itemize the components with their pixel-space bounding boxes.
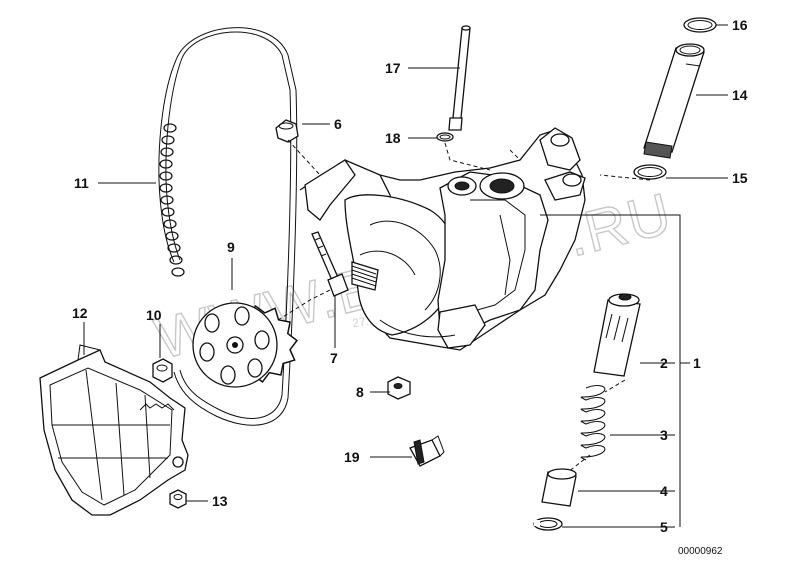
- assembly-lines: [277, 139, 651, 473]
- part-4-sleeve: [541, 468, 577, 507]
- leader-lines: [83, 24, 728, 528]
- callout-14: 14: [732, 87, 748, 103]
- part-17-tube: [448, 25, 471, 131]
- callout-10: 10: [146, 307, 162, 323]
- callout-16: 16: [732, 17, 748, 33]
- callout-8: 8: [356, 384, 364, 400]
- callout-6: 6: [334, 116, 342, 132]
- part-19-clip: [409, 435, 445, 467]
- callout-18: 18: [385, 130, 401, 146]
- part-13-nut: [169, 489, 187, 509]
- callout-9: 9: [227, 239, 235, 255]
- part-7-bolt: [311, 231, 349, 297]
- oil-pump-housing: [299, 127, 586, 351]
- part-6-plug: [275, 119, 299, 143]
- callout-2: 2: [660, 355, 668, 371]
- part-9-sprocket: [192, 302, 298, 388]
- callout-11: 11: [74, 175, 89, 191]
- part-2-piston: [593, 293, 641, 377]
- callout-3: 3: [660, 427, 668, 443]
- reference-code: 00000962: [678, 546, 723, 557]
- part-10-nut: [152, 358, 173, 383]
- callout-15: 15: [732, 170, 748, 186]
- part-11-chain: [158, 27, 298, 426]
- part-3-spring: [580, 385, 606, 461]
- callout-1: 1: [693, 355, 701, 371]
- callout-17: 17: [385, 60, 401, 76]
- part-16-oring: [683, 17, 717, 33]
- part-8-nut: [387, 376, 411, 400]
- part-14-pipe: [643, 43, 705, 159]
- part-12-cover: [39, 344, 189, 516]
- callout-4: 4: [660, 483, 668, 499]
- callout-13: 13: [212, 493, 228, 509]
- callout-19: 19: [344, 449, 360, 465]
- part-15-oring: [633, 164, 667, 180]
- callout-12: 12: [72, 305, 88, 321]
- callout-7: 7: [330, 350, 338, 366]
- part-18-oring: [436, 132, 454, 142]
- callout-labels: 1 2 3 4 5 6 7 8 9 10 11 12 13 14 15 16 1…: [72, 17, 748, 535]
- callout-5: 5: [660, 519, 668, 535]
- part-5-circlip: [533, 517, 563, 531]
